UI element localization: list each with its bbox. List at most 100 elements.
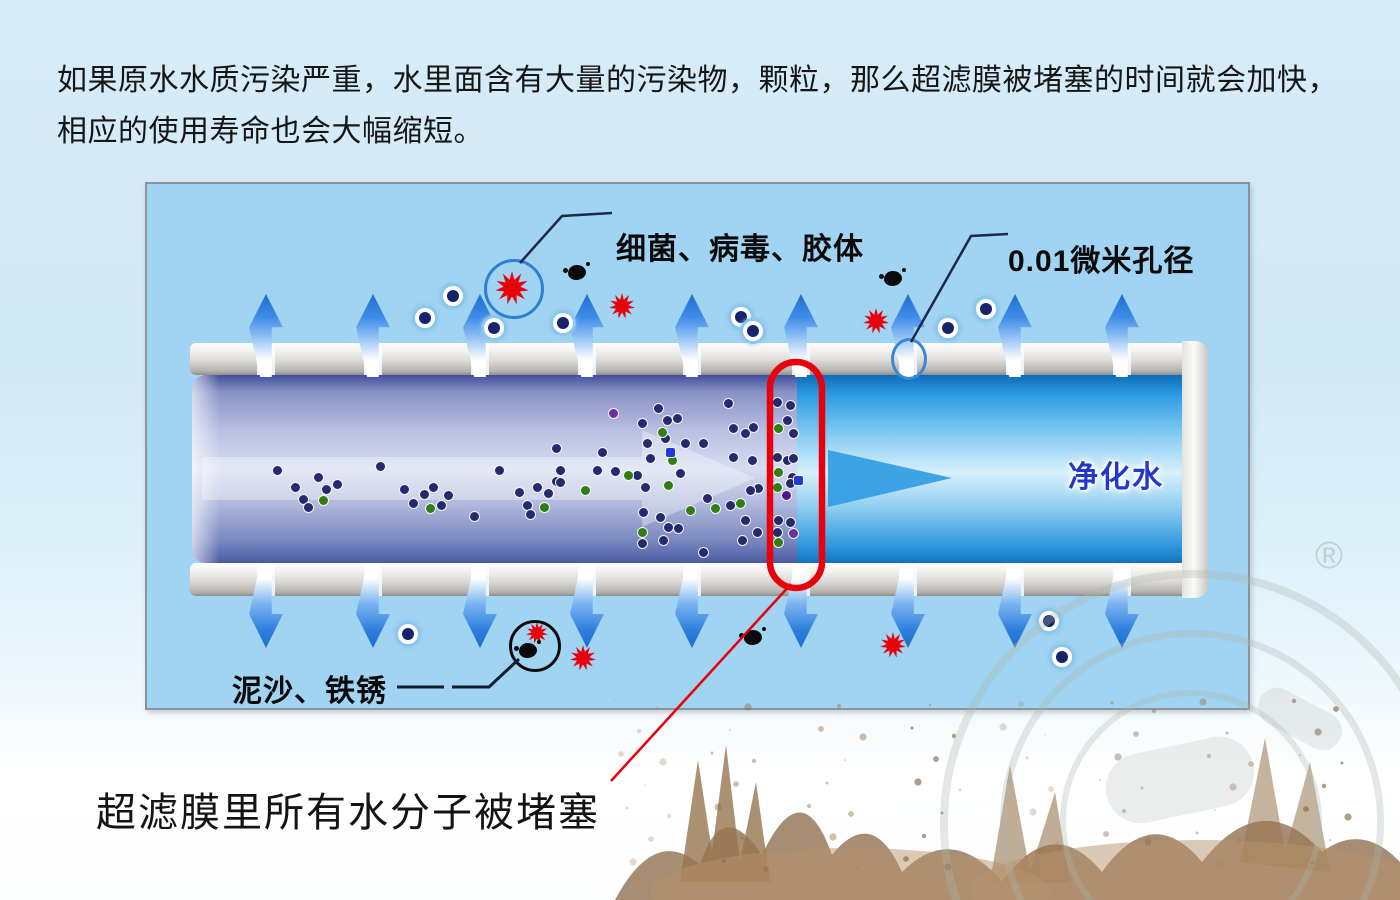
label-pore-size: 0.01微米孔径 [1008, 245, 1195, 278]
particle-dot [679, 437, 691, 449]
particle-dot [524, 508, 536, 520]
dirt-speck [825, 781, 829, 785]
particle-dot [736, 534, 748, 546]
particle-dot [424, 502, 436, 514]
particle-dot [579, 484, 591, 496]
particle-dot [513, 486, 525, 498]
particle-dot [746, 454, 758, 466]
label-bacteria-virus-colloid: 细菌、病毒、胶体 [616, 233, 864, 266]
dirt-speck [1103, 831, 1109, 837]
particle-dot [771, 526, 783, 538]
dirt-mass [615, 812, 1400, 900]
registered-trademark-symbol: ® [1315, 535, 1343, 577]
particle-dot [662, 479, 674, 491]
particle-dot [787, 427, 799, 439]
dirt-speck [1344, 813, 1352, 821]
dirt-speck [1218, 861, 1224, 867]
dirt-speck [921, 833, 927, 839]
dirt-speck [844, 759, 846, 761]
particle-dot [596, 446, 608, 458]
particle-dot [661, 414, 673, 426]
particle-dot [771, 451, 783, 463]
particle-dot [771, 396, 783, 408]
particle-dot [672, 522, 684, 534]
particle-dot [442, 489, 454, 501]
dirt-plume-right [1240, 738, 1330, 872]
particle-dot [772, 466, 784, 478]
dirt-speck [1044, 734, 1046, 736]
dirt-speck [648, 836, 654, 842]
particle-dot [591, 464, 603, 476]
particle-dot [609, 465, 621, 477]
dirt-speck [855, 866, 859, 870]
dirt-speckles [614, 698, 1352, 872]
caption-clogged-membrane: 超滤膜里所有水分子被堵塞 [96, 791, 600, 835]
particle-dot [739, 514, 751, 526]
dirt-speck [1333, 706, 1339, 712]
dirt-speck [721, 858, 727, 864]
watermark-blob-head [1251, 681, 1349, 757]
dirt-speck [1029, 808, 1037, 816]
intro-text-line2: 相应的使用寿命也会大幅缩短。 [57, 115, 484, 148]
dirt-speck [1006, 778, 1012, 784]
dirt-speck [636, 728, 642, 734]
particle-dot [784, 399, 796, 411]
particle-dot [751, 526, 763, 538]
dirt-speck [914, 778, 922, 786]
particle-dot [739, 427, 751, 439]
particle-dot [637, 506, 649, 518]
water-molecule-icon [447, 290, 459, 302]
particle-dot [787, 527, 799, 539]
dirt-speck [740, 836, 744, 840]
pore-highlight-ring [891, 338, 927, 380]
particle-dot [641, 437, 653, 449]
dirt-speck [1114, 753, 1122, 761]
water-molecule-icon [1043, 615, 1055, 627]
particle-dot [792, 474, 804, 486]
particle-dot [331, 478, 343, 490]
dirt-speck [910, 726, 914, 730]
particle-dot [320, 483, 332, 495]
particle-dot [656, 426, 668, 438]
dirt-speck [1236, 838, 1242, 844]
particle-dot [784, 516, 796, 528]
particle-dot [662, 521, 674, 533]
dirt-speck [933, 756, 939, 762]
particle-dot [772, 536, 784, 548]
colloid-splat-icon [563, 262, 590, 280]
particle-dot [722, 397, 734, 409]
dirt-speck [1206, 753, 1212, 759]
particle-dot [657, 534, 669, 546]
particle-dot [435, 499, 447, 511]
particle-dot [407, 497, 419, 509]
particle-dot [289, 481, 301, 493]
water-molecule-icon [1056, 651, 1068, 663]
particle-dot [542, 487, 554, 499]
particle-dot [772, 422, 784, 434]
dirt-speck [1329, 839, 1331, 841]
particle-dot [747, 421, 759, 433]
dirt-speck [806, 803, 812, 809]
dirt-speck [1144, 838, 1152, 846]
tube-left-cap-highlight [192, 375, 220, 563]
particle-dot [734, 497, 746, 509]
water-molecule-icon [557, 317, 569, 329]
dirt-plume-mid [990, 765, 1070, 882]
dirt-speck [859, 733, 867, 741]
particle-dot [780, 489, 792, 501]
dirt-speck [629, 858, 637, 866]
dirt-speck [959, 789, 961, 791]
dirt-speck [848, 811, 854, 817]
dirt-speck [903, 856, 909, 862]
dirt-speck [1121, 808, 1127, 814]
particle-dot [554, 476, 566, 488]
particle-dot [468, 510, 480, 522]
dirt-speck [710, 751, 714, 755]
dirt-speck [1195, 831, 1199, 835]
dirt-speck [1214, 809, 1216, 811]
dirt-speck [1321, 783, 1327, 789]
watermark-blob-body [1099, 730, 1261, 830]
dirt-speck [659, 758, 667, 766]
water-molecule-icon [747, 325, 759, 337]
dirt-speck [733, 781, 739, 787]
